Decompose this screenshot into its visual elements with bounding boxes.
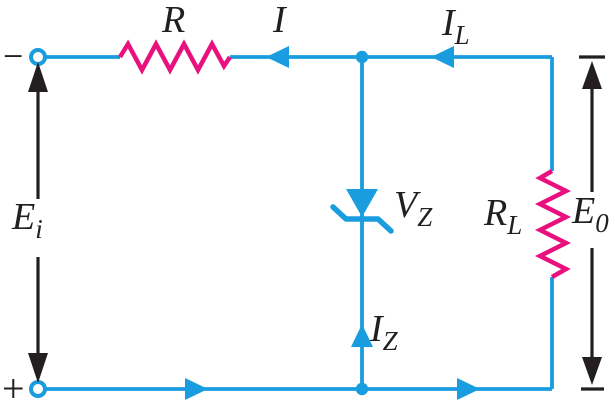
- series-current-label: I: [273, 0, 286, 41]
- junction-node-bottom: [355, 382, 369, 396]
- output-voltage-symbol: E: [572, 190, 596, 232]
- current-arrow-zener: [351, 324, 373, 347]
- load-current-subscript: L: [454, 19, 470, 50]
- series-resistor-zigzag: [118, 39, 232, 75]
- current-arrow-load: [431, 46, 454, 68]
- series-resistor-label: R: [162, 0, 186, 41]
- input-voltage-arrowhead-down: [28, 353, 48, 383]
- load-resistor-symbol: R: [484, 192, 508, 234]
- output-voltage-arrowhead-up: [582, 61, 602, 89]
- zener-voltage-label: VZ: [394, 184, 432, 231]
- load-resistor-subscript: L: [507, 209, 523, 240]
- polarity-positive-label: +: [2, 366, 25, 410]
- input-voltage-symbol: E: [12, 196, 36, 238]
- series-resistor-symbol: R: [162, 0, 186, 41]
- series-current-symbol: I: [273, 0, 286, 41]
- output-voltage-subscript: 0: [595, 207, 609, 238]
- current-arrow-bottom-left: [185, 378, 208, 400]
- output-voltage-arrowhead-down: [582, 357, 602, 385]
- current-arrow-bottom-right: [457, 378, 480, 400]
- junction-node-top: [355, 50, 369, 64]
- input-voltage-subscript: i: [35, 213, 43, 244]
- input-terminal-positive: [29, 380, 47, 398]
- input-voltage-arrowhead-up: [28, 62, 48, 92]
- polarity-negative-label: −: [3, 36, 24, 76]
- zener-cathode-bar: [330, 204, 394, 234]
- zener-diode-triangle: [346, 189, 378, 217]
- load-current-symbol: I: [442, 2, 455, 44]
- load-resistor-label: RL: [484, 192, 522, 239]
- zener-voltage-subscript: Z: [417, 201, 433, 232]
- load-resistor-zigzag: [534, 169, 572, 279]
- output-voltage-label: E0: [572, 190, 609, 237]
- zener-current-symbol: I: [370, 308, 383, 350]
- current-arrow-series: [266, 46, 289, 68]
- zener-current-subscript: Z: [382, 325, 398, 356]
- zener-voltage-symbol: V: [394, 184, 418, 226]
- zener-current-label: IZ: [370, 308, 398, 355]
- input-voltage-label: Ei: [12, 196, 43, 243]
- load-current-label: IL: [442, 2, 470, 49]
- input-terminal-negative: [29, 48, 47, 66]
